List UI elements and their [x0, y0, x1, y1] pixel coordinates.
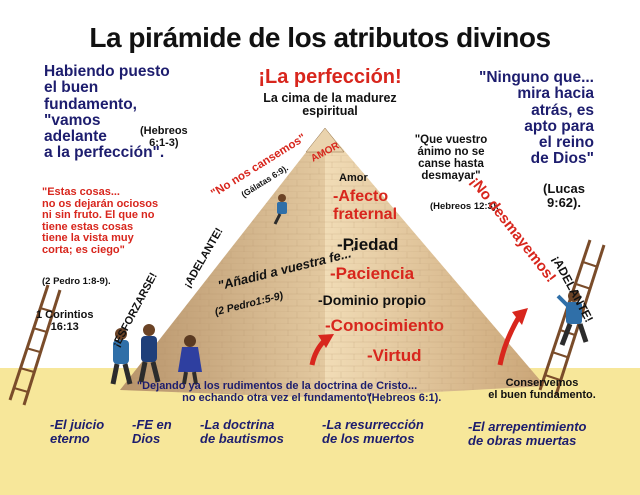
left-ref: (2 Pedro 1:8-9).: [42, 276, 111, 287]
top-left-quote: Habiendo puesto el buen fundamento, "vam…: [44, 63, 170, 162]
foundation-resurreccion: -La resurrección de los muertos: [322, 417, 424, 446]
foundation-fe-en-dios: -FE en Dios: [132, 417, 172, 446]
walker-figure-3: [178, 335, 202, 385]
ladder-left: [8, 284, 62, 406]
walker-figure-1: [110, 328, 133, 385]
animo-ref: (Hebreos 12:3).: [430, 201, 499, 212]
layer-virtud: -Virtud: [367, 346, 422, 365]
foundation-arrepentimiento: -El arrepentimiento de obras muertas: [468, 419, 587, 448]
layer-conocimiento: -Conocimiento: [325, 316, 444, 335]
apex-title: ¡La perfección!: [258, 66, 402, 88]
climber-top-figure: [273, 194, 287, 225]
top-left-ref: (Hebreos 6:1-3): [140, 125, 188, 149]
foundation-juicio-eterno: -El juicio eterno: [50, 417, 105, 446]
page-title: La pirámide de los atributos divinos: [89, 22, 551, 53]
corintios-ref: 1 Corintios 16:13: [36, 309, 94, 333]
pyramid-apex: [305, 127, 345, 153]
animo-quote: "Que vuestro ánimo no se canse hasta des…: [414, 134, 488, 183]
layer-piedad: -Piedad: [337, 235, 399, 254]
climber-right-figure: [556, 290, 589, 346]
top-right-ref: (Lucas 9:62).: [543, 181, 585, 210]
layer-paciencia: -Paciencia: [330, 264, 415, 283]
foundation-ref: (Hebreos 6:1).: [368, 392, 442, 404]
layer-afecto-fraternal: -Afecto fraternal: [333, 188, 398, 223]
apex-subtitle: La cima de la madurez espiritual: [263, 91, 397, 119]
walker-figure-2: [138, 324, 161, 383]
layer-dominio-propio: -Dominio propio: [318, 292, 427, 308]
conservemos-label: Conservemos el buen fundamento.: [488, 377, 596, 401]
left-quote: "Estas cosas... no os dejarán ociosos ni…: [42, 186, 159, 256]
foundation-quote: "Dejando ya los rudimentos de la doctrin…: [136, 380, 418, 404]
foundation-doctrina-bautismos: -La doctrina de bautismos: [200, 417, 284, 446]
layer-amor: Amor: [339, 172, 368, 184]
top-right-quote: "Ninguno que... mira hacia atrás, es apt…: [479, 69, 594, 168]
